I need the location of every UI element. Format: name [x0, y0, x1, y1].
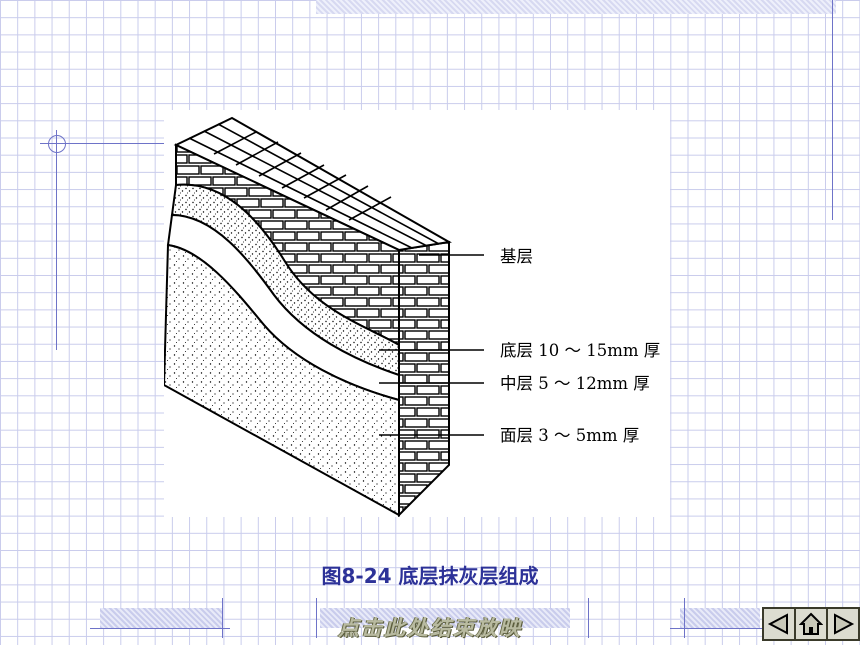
- label-middle-coat: 中层 5 ～ 12mm 厚: [500, 374, 650, 393]
- nav-back-button[interactable]: [762, 607, 796, 641]
- nav-home-button[interactable]: [794, 607, 828, 641]
- brick-side-face: [398, 240, 450, 517]
- label-surface-coat: 面层 3 ～ 5mm 厚: [500, 426, 640, 445]
- brick-top-joints: [188, 123, 440, 249]
- top-decor-band: [316, 0, 836, 14]
- figure-caption: 图8-24 底层抹灰层组成: [321, 564, 539, 588]
- footer-decor-line-3: [588, 598, 589, 638]
- label-bottom-coat: 底层 10 ～ 15mm 厚: [500, 341, 661, 360]
- right-decor-line: [832, 0, 833, 220]
- wall-section-illustration: [164, 116, 484, 517]
- footer-decor-left: [100, 608, 222, 628]
- footer-decor-line-1: [222, 598, 223, 638]
- leader-lines: [379, 254, 484, 436]
- decor-ring: [48, 135, 66, 153]
- footer-decor-line-4: [684, 598, 685, 638]
- left-decor-hline: [40, 143, 164, 144]
- triangle-right-icon: [834, 613, 855, 635]
- triangle-left-icon: [767, 613, 788, 635]
- footer-decor-line-2: [316, 598, 317, 638]
- surface-coat-layer: [164, 243, 400, 517]
- home-icon: [799, 612, 823, 635]
- nav-forward-button[interactable]: [826, 607, 860, 641]
- end-show-button[interactable]: 点击此处结束放映: [300, 612, 560, 642]
- plaster-layer-diagram: 基层 底层 10 ～ 15mm 厚 中层 5 ～ 12mm 厚 面层 3 ～ 5…: [164, 110, 670, 517]
- label-base-layer: 基层: [500, 247, 533, 266]
- footer-decor-hline-1: [90, 628, 230, 629]
- footer-decor-center: [320, 608, 570, 628]
- footer-decor-hline-2: [670, 628, 780, 629]
- left-decor-line: [56, 130, 57, 350]
- footer-decor-right: [680, 608, 760, 628]
